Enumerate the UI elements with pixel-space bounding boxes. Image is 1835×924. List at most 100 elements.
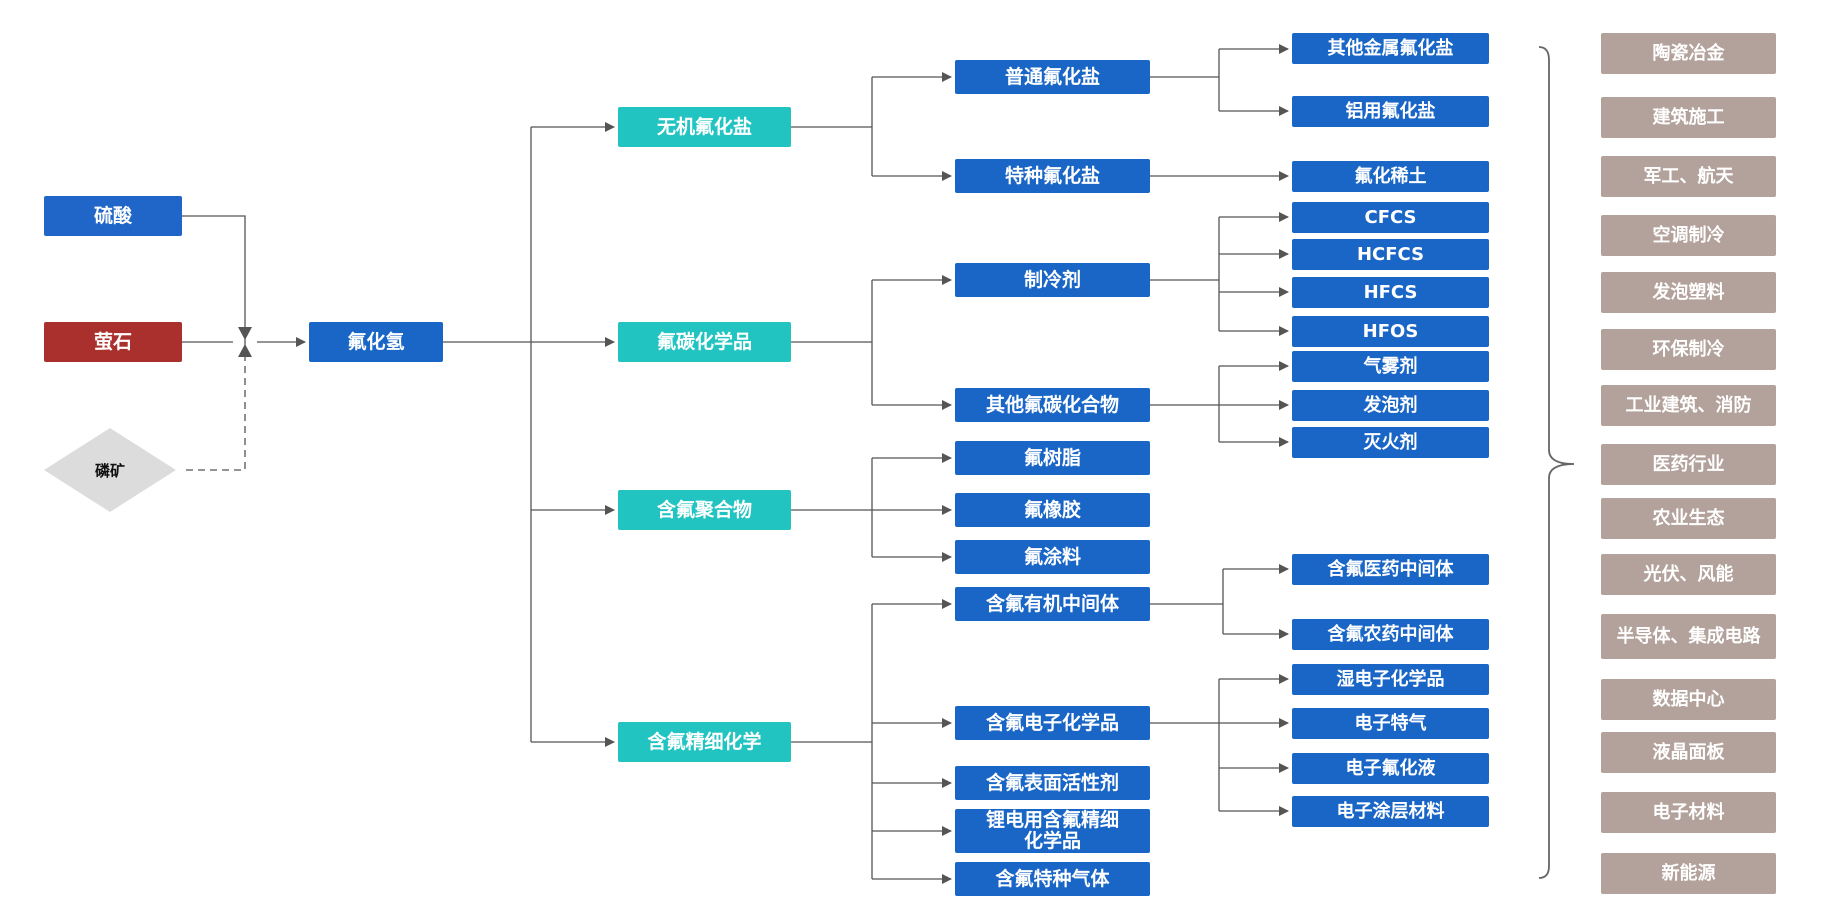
application-item: 光伏、风能 — [1601, 554, 1776, 595]
connector-inorganic-out — [791, 77, 873, 176]
application-label: 数据中心 — [1652, 689, 1725, 710]
li-battery-chemicals-label: 锂电用含氟精细化学品 — [985, 809, 1119, 852]
fluorocarbon-chemicals-node: 氟碳化学品 — [618, 322, 791, 362]
hfcs-label: HFCS — [1363, 282, 1418, 303]
electronic-chemicals-label: 含氟电子化学品 — [985, 711, 1119, 734]
application-label: 医药行业 — [1652, 454, 1725, 475]
application-label: 环保制冷 — [1652, 339, 1725, 360]
connector-electronic-chemicals-out — [1150, 679, 1220, 811]
special-fluoride-salt-label: 特种氟化盐 — [1004, 164, 1100, 187]
fluorine-fine-chemicals-node: 含氟精细化学 — [618, 722, 791, 762]
hcfcs-label: HCFCS — [1356, 244, 1425, 265]
application-label: 工业建筑、消防 — [1625, 395, 1752, 416]
application-item: 环保制冷 — [1601, 329, 1776, 370]
refrigerant-label: 制冷剂 — [1023, 268, 1081, 291]
fluorocoating-label: 氟涂料 — [1023, 545, 1081, 568]
connector-polymers-out — [791, 458, 873, 557]
junction-arrow-up — [238, 344, 252, 357]
other-fluorocarbons-node: 其他氟碳化合物 — [955, 388, 1150, 422]
hfos-node: HFOS — [1292, 316, 1489, 347]
phosphate-rock-label: 磷矿 — [94, 462, 125, 480]
pesticide-intermediates-node: 含氟农药中间体 — [1292, 619, 1489, 650]
fluorite-node: 萤石 — [44, 322, 182, 362]
aerosol-label: 气雾剂 — [1363, 356, 1418, 377]
applications-brace — [1538, 46, 1575, 879]
foaming-agent-node: 发泡剂 — [1292, 390, 1489, 421]
surfactants-node: 含氟表面活性剂 — [955, 766, 1150, 800]
hydrogen-fluoride-node: 氟化氢 — [309, 322, 443, 362]
pharma-intermediates-node: 含氟医药中间体 — [1292, 554, 1489, 585]
hydrogen-fluoride-label: 氟化氢 — [347, 330, 405, 353]
electronic-fluorinated-liquid-label: 电子氟化液 — [1345, 758, 1436, 779]
fluoropolymers-label: 含氟聚合物 — [656, 498, 752, 521]
fluororesin-label: 氟树脂 — [1023, 446, 1081, 469]
fluororubber-node: 氟橡胶 — [955, 493, 1150, 527]
other-metal-fluorides-label: 其他金属氟化盐 — [1327, 38, 1454, 59]
other-metal-fluorides-node: 其他金属氟化盐 — [1292, 33, 1489, 64]
application-item: 电子材料 — [1601, 792, 1776, 833]
foaming-agent-label: 发泡剂 — [1363, 395, 1418, 416]
connector-organic-intermediates-out — [1150, 569, 1224, 634]
application-label: 发泡塑料 — [1652, 282, 1725, 303]
application-item: 军工、航天 — [1601, 156, 1776, 197]
other-fluorocarbons-label: 其他氟碳化合物 — [985, 393, 1119, 416]
pharma-intermediates-label: 含氟医药中间体 — [1327, 559, 1454, 580]
fluoropolymers-node: 含氟聚合物 — [618, 490, 791, 530]
electronic-chemicals-node: 含氟电子化学品 — [955, 706, 1150, 740]
application-label: 新能源 — [1661, 863, 1716, 884]
wet-electronic-chemicals-node: 湿电子化学品 — [1292, 664, 1489, 695]
ordinary-fluoride-salt-node: 普通氟化盐 — [955, 60, 1150, 94]
organic-intermediates-label: 含氟有机中间体 — [985, 592, 1119, 615]
application-item: 空调制冷 — [1601, 215, 1776, 256]
connector-refrigerant-out — [1150, 217, 1220, 331]
special-fluoride-salt-node: 特种氟化盐 — [955, 159, 1150, 193]
fluororesin-node: 氟树脂 — [955, 441, 1150, 475]
application-label: 农业生态 — [1652, 508, 1725, 529]
application-item: 新能源 — [1601, 853, 1776, 894]
cfcs-node: CFCS — [1292, 202, 1489, 233]
organic-intermediates-node: 含氟有机中间体 — [955, 587, 1150, 621]
phosphate-rock-node — [44, 428, 176, 512]
application-label: 光伏、风能 — [1643, 564, 1734, 585]
application-label: 建筑施工 — [1652, 107, 1725, 128]
fluoride-rare-earth-node: 氟化稀土 — [1292, 161, 1489, 192]
application-label: 军工、航天 — [1643, 166, 1734, 187]
fluorite-label: 萤石 — [93, 330, 132, 353]
pesticide-intermediates-label: 含氟农药中间体 — [1327, 624, 1454, 645]
special-gases-label: 含氟特种气体 — [995, 867, 1110, 890]
fluorocarbon-chemicals-label: 氟碳化学品 — [656, 330, 752, 353]
fluorocoating-node: 氟涂料 — [955, 540, 1150, 574]
inorganic-fluoride-salt-node: 无机氟化盐 — [618, 107, 791, 147]
fluorine-fine-chemicals-label: 含氟精细化学 — [647, 730, 762, 753]
application-item: 建筑施工 — [1601, 97, 1776, 138]
fluororubber-label: 氟橡胶 — [1023, 498, 1081, 521]
application-label: 空调制冷 — [1652, 225, 1725, 246]
electronic-special-gas-node: 电子特气 — [1292, 708, 1489, 739]
special-gases-node: 含氟特种气体 — [955, 862, 1150, 896]
application-item: 陶瓷冶金 — [1601, 33, 1776, 74]
sulfuric-acid-node: 硫酸 — [44, 196, 182, 236]
aerosol-node: 气雾剂 — [1292, 351, 1489, 382]
connector-phosphate-rock — [186, 357, 246, 471]
connector-ordinary-out — [1150, 49, 1220, 111]
electronic-coating-materials-label: 电子涂层材料 — [1336, 801, 1445, 822]
cfcs-label: CFCS — [1364, 207, 1417, 228]
sulfuric-acid-label: 硫酸 — [93, 204, 132, 227]
surfactants-label: 含氟表面活性剂 — [985, 771, 1119, 794]
electronic-fluorinated-liquid-node: 电子氟化液 — [1292, 753, 1489, 784]
inorganic-fluoride-salt-label: 无机氟化盐 — [656, 115, 752, 138]
hcfcs-node: HCFCS — [1292, 239, 1489, 270]
fire-extinguishing-agent-label: 灭火剂 — [1363, 432, 1418, 453]
application-item: 液晶面板 — [1601, 732, 1776, 773]
li-battery-chemicals-node: 锂电用含氟精细化学品 — [955, 809, 1150, 853]
fluoride-rare-earth-label: 氟化稀土 — [1354, 166, 1427, 187]
application-item: 农业生态 — [1601, 498, 1776, 539]
aluminum-fluoride-salts-label: 铝用氟化盐 — [1345, 101, 1436, 122]
electronic-coating-materials-node: 电子涂层材料 — [1292, 796, 1489, 827]
connector-fine-chemicals-out — [791, 604, 873, 879]
refrigerant-node: 制冷剂 — [955, 263, 1150, 297]
connector-sulfuric-acid — [182, 215, 246, 350]
